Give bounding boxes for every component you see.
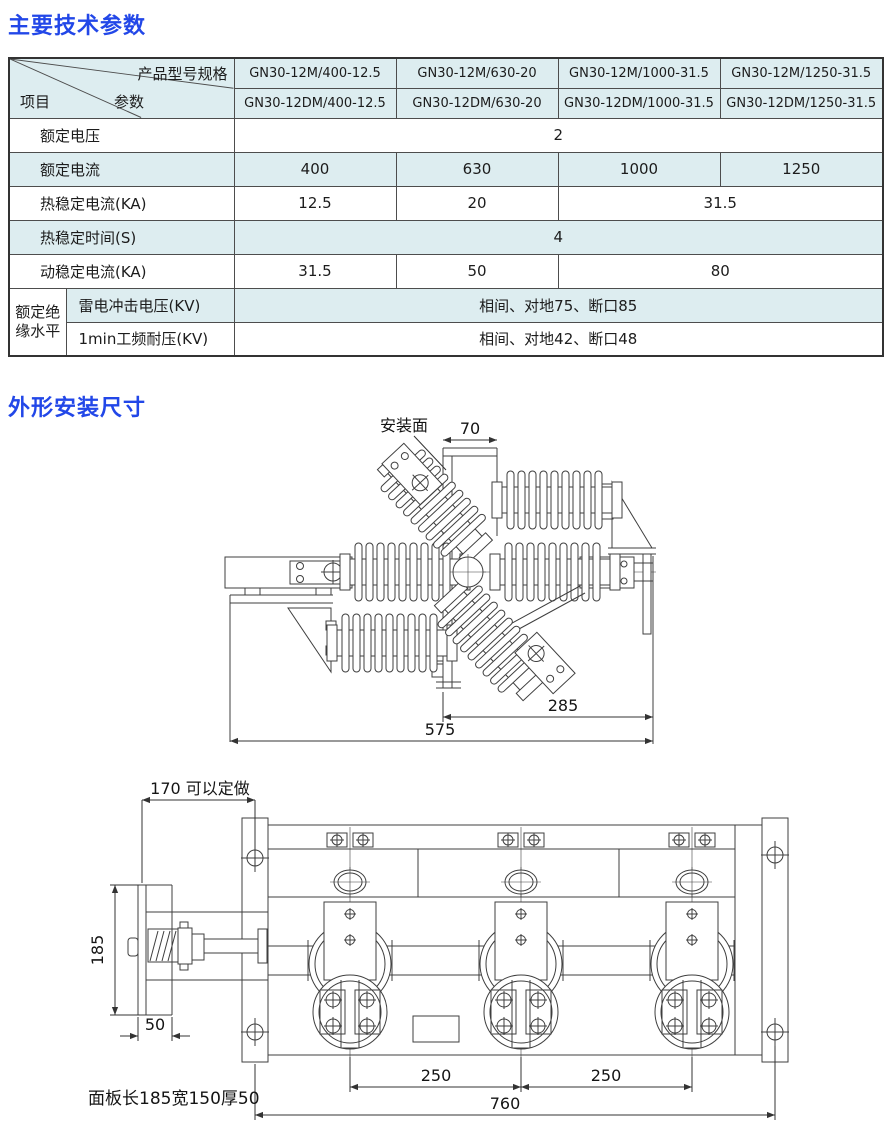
row-label-impulse-voltage: 雷电冲击电压(KV) <box>65 287 235 323</box>
dim-575: 575 <box>425 720 456 739</box>
row-label-thermal-time: 热稳定时间(S) <box>8 219 235 255</box>
dim-250-a: 250 <box>421 1066 452 1085</box>
row-label-dynamic-current: 动稳定电流(KA) <box>8 253 235 289</box>
value-cell: 4 <box>233 219 884 255</box>
dim-170: 170 可以定做 <box>150 779 250 798</box>
dim-760: 760 <box>490 1094 521 1113</box>
dim-185: 185 <box>88 935 107 966</box>
corner-label-model: 产品型号规格 <box>137 65 228 83</box>
value-cell: 12.5 <box>233 185 397 221</box>
model-cell: GN30-12DM/400-12.5 <box>233 87 397 119</box>
insulator-bottom-left <box>326 613 458 673</box>
insulator-mid-right <box>489 542 621 602</box>
outline-drawing-top-view: 170 可以定做 185 50 250 250 760 面板长185宽150厚5… <box>88 779 790 1120</box>
blade-link-lines <box>502 585 586 636</box>
value-cell: 相间、对地42、断口48 <box>233 321 884 357</box>
section-title-main-parameters: 主要技术参数 <box>8 14 147 39</box>
model-cell: GN30-12DM/630-20 <box>395 87 559 119</box>
model-cell: GN30-12M/400-12.5 <box>233 57 397 89</box>
value-cell: 1000 <box>557 151 721 187</box>
dimensions-side-view: 安装面 70 285 575 <box>230 416 653 745</box>
center-bearing-circle <box>450 554 486 590</box>
value-cell: 31.5 <box>233 253 397 289</box>
outline-drawing-side-view: 安装面 70 285 575 <box>224 416 656 745</box>
technical-parameters-table: 产品型号规格 项目 参数 GN30-12M/400-12.5 GN30-12M/… <box>8 57 884 357</box>
operating-mechanism <box>127 884 268 1016</box>
model-cell: GN30-12M/1250-31.5 <box>719 57 884 89</box>
dim-250-b: 250 <box>591 1066 622 1085</box>
spring-hatch <box>149 930 177 962</box>
value-cell: 50 <box>395 253 559 289</box>
left-terminal-pad <box>224 556 353 589</box>
corner-header-cell: 产品型号规格 项目 参数 <box>8 57 235 119</box>
dimensions-top-view: 170 可以定做 185 50 250 250 760 面板长185宽150厚5… <box>88 779 776 1120</box>
corner-label-parameter: 参数 <box>114 92 145 111</box>
model-cell: GN30-12DM/1000-31.5 <box>557 87 721 119</box>
left-support-bracket <box>229 586 337 742</box>
section-title-outline-dimensions: 外形安装尺寸 <box>8 396 147 421</box>
dim-50: 50 <box>145 1015 165 1034</box>
model-cell: GN30-12DM/1250-31.5 <box>719 87 884 119</box>
diagonal-divider <box>10 59 233 117</box>
value-cell: 630 <box>395 151 559 187</box>
value-cell: 20 <box>395 185 559 221</box>
value-cell: 31.5 <box>557 185 884 221</box>
row-label-rated-current: 额定电流 <box>8 151 235 187</box>
model-cell: GN30-12M/1000-31.5 <box>557 57 721 89</box>
right-support-bracket <box>601 480 656 744</box>
corner-label-item: 项目 <box>20 92 51 111</box>
insulator-top-right <box>491 470 623 530</box>
row-label-thermal-current: 热稳定电流(KA) <box>8 185 235 221</box>
dim-70: 70 <box>460 419 480 438</box>
group-label-insulation-level: 额定绝缘水平 <box>8 287 67 357</box>
value-cell: 80 <box>557 253 884 289</box>
row-label-power-frequency-voltage: 1min工频耐压(KV) <box>65 321 235 357</box>
value-cell: 400 <box>233 151 397 187</box>
lower-rotated-bracket <box>514 631 576 695</box>
row-label-rated-voltage: 额定电压 <box>8 117 235 153</box>
value-cell: 2 <box>233 117 884 153</box>
value-cell: 1250 <box>719 151 884 187</box>
panel-size-caption: 面板长185宽150厚50 <box>88 1089 260 1109</box>
dim-285: 285 <box>548 696 579 715</box>
model-cell: GN30-12M/630-20 <box>395 57 559 89</box>
mounting-face-label: 安装面 <box>380 416 428 435</box>
upper-rotated-bracket <box>381 442 443 506</box>
value-cell: 相间、对地75、断口85 <box>233 287 884 323</box>
